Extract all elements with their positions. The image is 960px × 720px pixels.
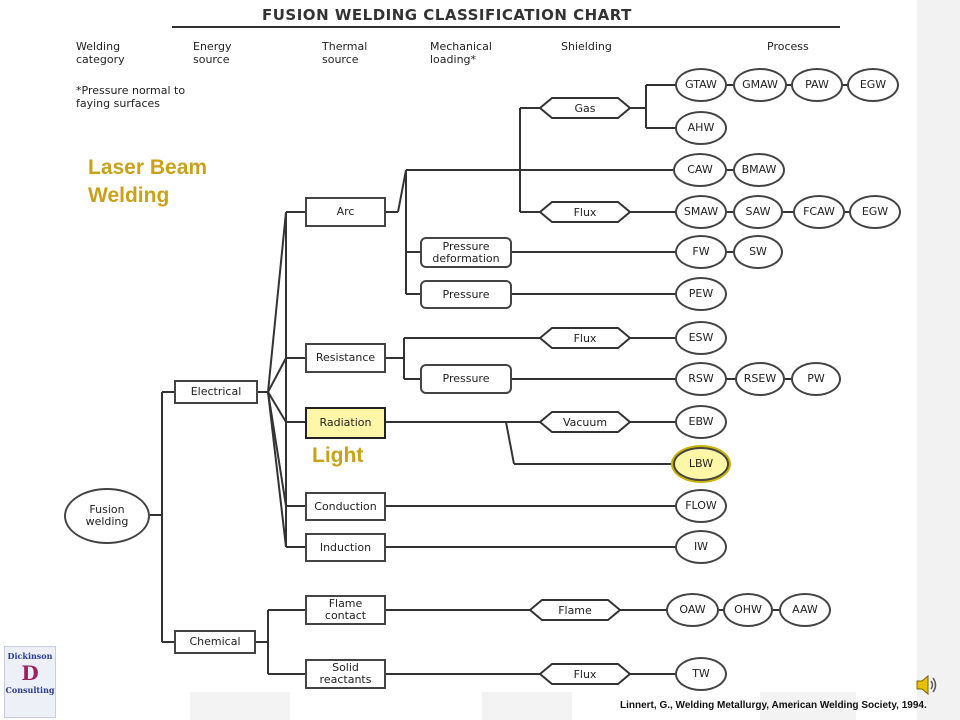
vacuum-hex xyxy=(538,411,632,433)
col-header-process: Process xyxy=(767,40,809,53)
process-sw: SW xyxy=(733,235,783,269)
flux-solid-hex xyxy=(538,663,632,685)
process-gmaw: GMAW xyxy=(733,68,787,102)
node-pressure-resistance: Pressure xyxy=(420,364,512,394)
node-flame-contact: Flame contact xyxy=(305,595,386,625)
process-flow: FLOW xyxy=(675,489,727,523)
label-flux-resistance: Flux xyxy=(573,331,597,345)
col-header-thermal-source: Thermal source xyxy=(322,40,368,66)
footer-block xyxy=(482,692,572,720)
speaker-icon[interactable] xyxy=(914,672,940,698)
overlay-title: Laser Beam Welding xyxy=(88,156,208,207)
process-pew: PEW xyxy=(675,277,727,311)
process-pw: PW xyxy=(791,362,841,396)
process-aaw: AAW xyxy=(779,593,831,627)
col-header-shielding: Shielding xyxy=(561,40,612,53)
node-electrical: Electrical xyxy=(174,380,258,404)
node-solid-reactants: Solid reactants xyxy=(305,659,386,689)
node-chemical: Chemical xyxy=(174,630,256,654)
process-tw: TW xyxy=(675,657,727,691)
flux-arc-hex xyxy=(538,201,632,223)
node-fusion-welding: Fusion welding xyxy=(64,488,150,544)
right-edge-strip xyxy=(917,0,960,720)
dickinson-consulting-logo: Dickinson D Consulting xyxy=(4,646,56,718)
process-rsw: RSW xyxy=(675,362,727,396)
process-caw: CAW xyxy=(673,153,727,187)
gas-hex xyxy=(538,97,632,119)
node-arc: Arc xyxy=(305,197,386,227)
flux-res-hex xyxy=(538,327,632,349)
col-header-welding-category: Welding category xyxy=(76,40,125,66)
process-lbw: LBW xyxy=(673,447,729,481)
process-paw: PAW xyxy=(791,68,843,102)
process-egw-flux: EGW xyxy=(849,195,901,229)
chart-title: FUSION WELDING CLASSIFICATION CHART xyxy=(262,6,632,24)
col-header-mechanical-loading: Mechanical loading* xyxy=(430,40,492,66)
label-gas: Gas xyxy=(574,101,596,115)
footnote: *Pressure normal to faying surfaces xyxy=(76,84,186,110)
process-egw-gas: EGW xyxy=(847,68,899,102)
process-ohw: OHW xyxy=(723,593,773,627)
footer-block xyxy=(190,692,290,720)
node-pressure-deformation: Pressure deformation xyxy=(420,237,512,268)
process-fw: FW xyxy=(675,235,727,269)
process-saw: SAW xyxy=(733,195,783,229)
process-esw: ESW xyxy=(675,321,727,355)
process-ebw: EBW xyxy=(675,405,727,439)
process-ahw: AHW xyxy=(675,111,727,145)
col-header-energy-source: Energy source xyxy=(193,40,232,66)
label-flux-arc: Flux xyxy=(573,205,597,219)
process-rsew: RSEW xyxy=(735,362,785,396)
node-radiation: Radiation xyxy=(305,407,386,439)
process-gtaw: GTAW xyxy=(675,68,727,102)
overlay-light-label: Light xyxy=(312,444,364,467)
flame-hex xyxy=(528,599,622,621)
logo-line1: Dickinson xyxy=(7,651,53,661)
process-bmaw: BMAW xyxy=(733,153,785,187)
node-conduction: Conduction xyxy=(305,492,386,521)
process-smaw: SMAW xyxy=(675,195,727,229)
logo-line3: Consulting xyxy=(5,685,55,695)
citation: Linnert, G., Welding Metallurgy, America… xyxy=(620,700,927,711)
label-vacuum: Vacuum xyxy=(562,415,608,429)
logo-monogram: D xyxy=(21,661,39,685)
footer-block xyxy=(760,692,856,720)
label-flux-solid: Flux xyxy=(573,667,597,681)
label-flame: Flame xyxy=(558,603,592,617)
node-pressure-arc: Pressure xyxy=(420,280,512,309)
node-resistance: Resistance xyxy=(305,343,386,373)
process-oaw: OAW xyxy=(666,593,719,627)
process-fcaw: FCAW xyxy=(793,195,845,229)
process-iw: IW xyxy=(675,530,727,564)
node-induction: Induction xyxy=(305,533,386,562)
